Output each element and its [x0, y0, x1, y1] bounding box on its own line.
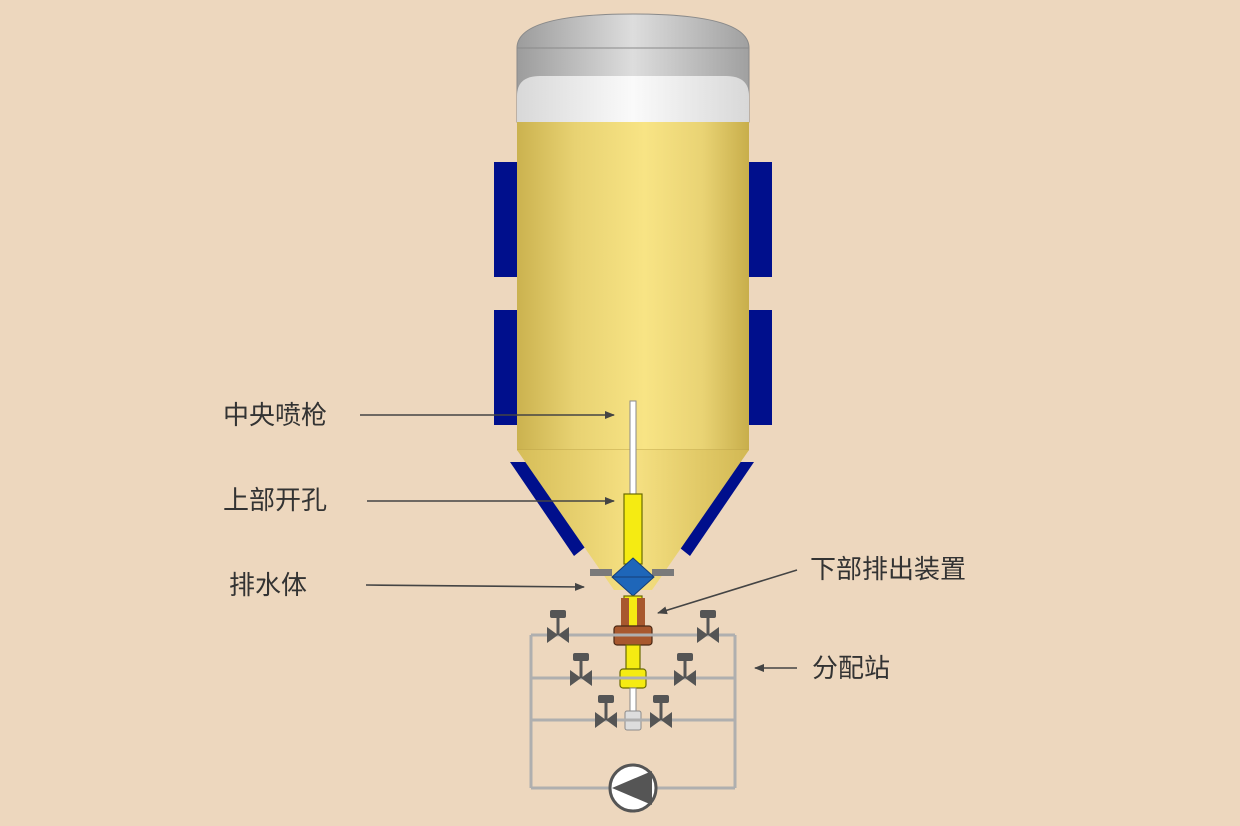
label-upper-opening: 上部开孔 — [223, 486, 327, 516]
label-lower-discharge: 下部排出装置 — [810, 555, 966, 585]
tank-dome — [516, 13, 750, 123]
valve-icon[interactable] — [595, 695, 617, 728]
valve-icon[interactable] — [650, 695, 672, 728]
lower-discharge-device — [613, 595, 653, 731]
cone-support-bars — [590, 569, 674, 576]
cooling-jacket-middle-right — [748, 310, 772, 425]
cooling-jacket-middle-left — [494, 310, 518, 425]
valve-icon[interactable] — [547, 610, 569, 643]
valve-icon[interactable] — [674, 653, 696, 686]
central-lance — [623, 400, 643, 565]
valve-icon[interactable] — [697, 610, 719, 643]
distribution-piping — [529, 633, 737, 790]
pump-icon[interactable] — [608, 763, 658, 813]
cooling-jacket-upper-right — [748, 162, 772, 277]
leader-lower-discharge — [657, 569, 798, 615]
tank-body — [517, 122, 749, 451]
leader-drain-body — [365, 582, 585, 591]
label-central-lance: 中央喷枪 — [223, 401, 327, 431]
valve-icon[interactable] — [570, 653, 592, 686]
cooling-jacket-upper-left — [494, 162, 518, 277]
label-drain-body: 排水体 — [229, 571, 307, 601]
cooling-jacket-cone-left — [510, 462, 594, 556]
label-distribution-station: 分配站 — [812, 654, 890, 684]
